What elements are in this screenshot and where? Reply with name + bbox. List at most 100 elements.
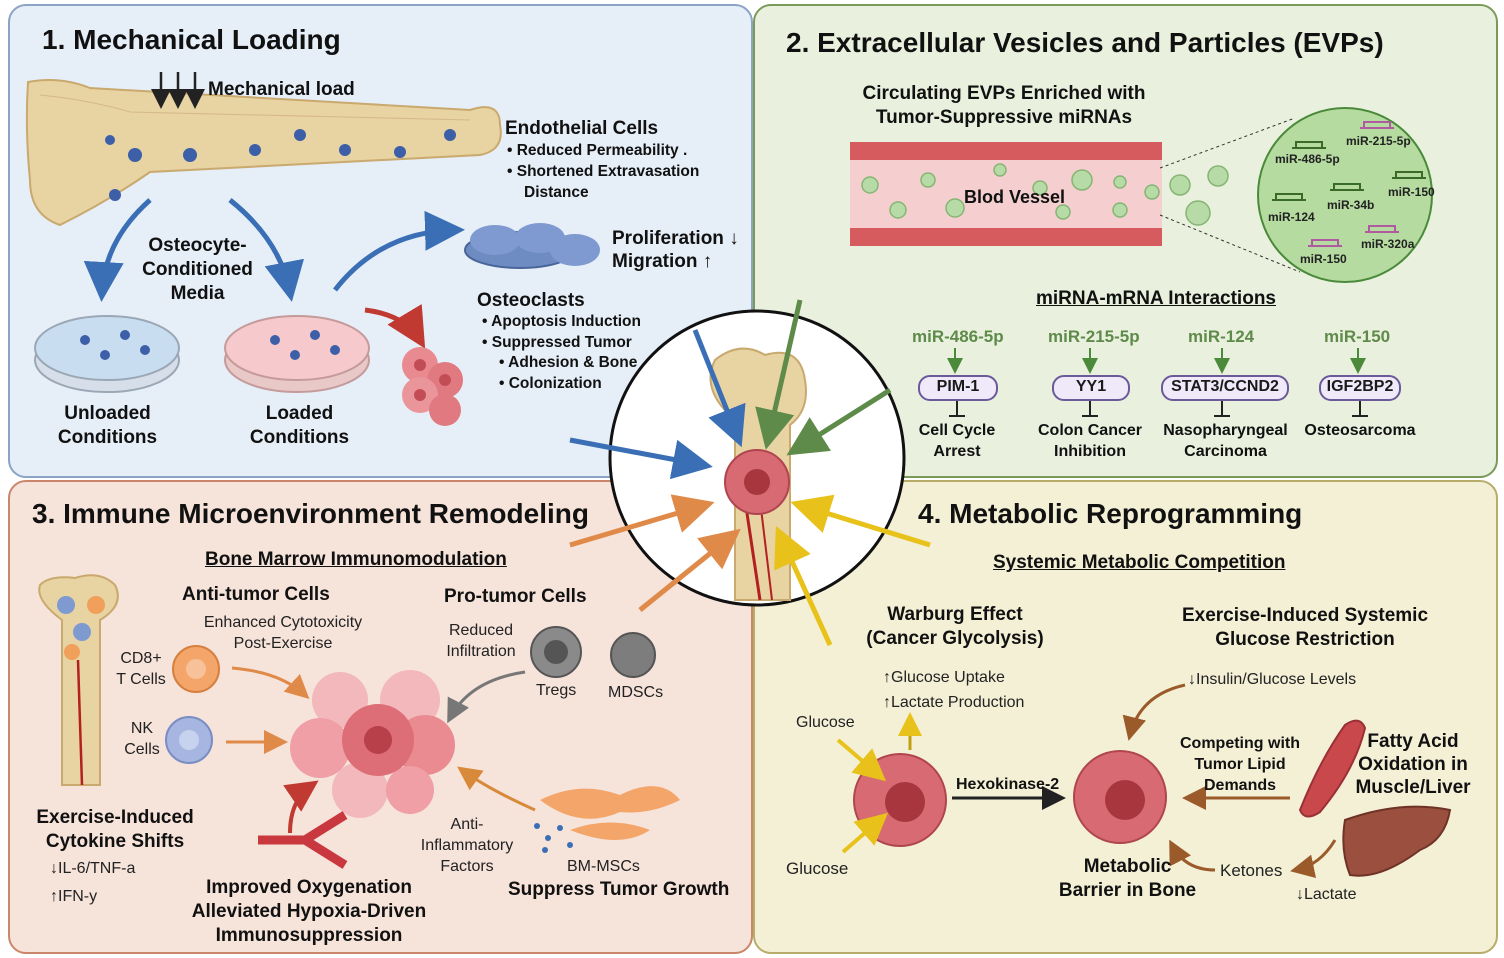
effect-osteosarcoma: Osteosarcoma xyxy=(1304,422,1416,439)
panel1-title: 1. Mechanical Loading xyxy=(42,24,341,55)
fatty-acid-label: Fatty Acid Oxidation in Muscle/Liver xyxy=(1355,731,1471,798)
mechanical-load-arrows xyxy=(151,72,205,109)
suppress-label: Suppress Tumor Growth xyxy=(508,879,730,900)
barrier-tumor-cell xyxy=(1073,750,1167,844)
panel2-title: 2. Extracellular Vesicles and Particles … xyxy=(786,27,1384,58)
osteoclasts-item-2: Suppressed Tumor xyxy=(482,332,641,353)
exercise-title: Exercise-Induced Systemic Glucose Restri… xyxy=(1181,605,1429,650)
inset-mir-215: miR-215-5p xyxy=(1346,134,1411,148)
blood-vessel-branch xyxy=(258,811,348,869)
blood-vessel xyxy=(850,142,1229,246)
mirna-150: miR-150 xyxy=(1324,327,1391,346)
competing-label: Competing with Tumor Lipid Demands xyxy=(1180,735,1300,794)
osteoclasts-list: Apoptosis Induction Suppressed Tumor xyxy=(482,311,641,353)
anti-tumor-note: Enhanced Cytotoxicity Post-Exercise xyxy=(203,614,363,652)
migration-text: Migration xyxy=(612,251,698,272)
tregs-label: Tregs xyxy=(536,682,577,699)
endothelial-cells-icon xyxy=(464,223,600,269)
mirna-inset xyxy=(1159,107,1433,283)
reduced-infiltration-arrow xyxy=(447,670,526,724)
glucose-label-2: Glucose xyxy=(786,859,849,878)
down-arrow-icon: ↓ xyxy=(50,860,58,877)
panel4-title: 4. Metabolic Reprogramming xyxy=(918,498,1303,529)
tumor-cluster-panel3 xyxy=(290,670,455,818)
mechanical-load-label: Mechanical load xyxy=(208,79,355,100)
evp-title: Circulating EVPs Enriched with Tumor-Sup… xyxy=(862,83,1146,128)
ifn-label: ↑IFN-y xyxy=(50,886,97,907)
lactate-text: Lactate xyxy=(1304,886,1357,903)
ocm-label: Osteocyte- Conditioned Media xyxy=(142,235,253,304)
liver-icon xyxy=(1342,805,1452,877)
osteoclasts-cont: Adhesion & Bone Colonization xyxy=(499,352,637,394)
ketones-label: Ketones xyxy=(1220,861,1283,880)
endothelial-title: Endothelial Cells xyxy=(505,118,659,139)
lactate-production: ↑Lactate Production xyxy=(883,692,1024,713)
oxygenation-arrow xyxy=(283,780,319,834)
up-arrow-icon: ↑ xyxy=(883,669,891,686)
endothelial-item-cont: Distance xyxy=(524,184,589,201)
metabolic-arrows xyxy=(1122,683,1337,879)
anti-inflammatory-label: Anti- Inflammatory Factors xyxy=(420,816,514,875)
glucose-arrows xyxy=(836,738,889,854)
immune-arrows xyxy=(226,666,310,754)
osteoclasts-item-1: Apoptosis Induction xyxy=(482,311,641,332)
ifn-text: IFN-y xyxy=(58,888,98,905)
muscle-icon xyxy=(1298,719,1367,818)
mirna-124: miR-124 xyxy=(1188,327,1255,346)
effect-nasopharyngeal: Nasopharyngeal Carcinoma xyxy=(1163,422,1288,460)
up-arrow-icon: ↑ xyxy=(883,694,891,711)
vessel-label: Blod Vessel xyxy=(964,187,1066,207)
down-arrow-icon: ↓ xyxy=(1188,671,1196,688)
cytokine-title: Exercise-Induced Cytokine Shifts xyxy=(36,807,194,852)
mirna-arrows xyxy=(947,348,1366,374)
anti-tumor-title: Anti-tumor Cells xyxy=(182,584,330,605)
mdscs-label: MDSCs xyxy=(608,684,664,701)
insulin-text: Insulin/Glucose Levels xyxy=(1196,671,1357,688)
target-stat3: STAT3/CCND2 xyxy=(1161,375,1289,401)
reduced-infiltration-label: Reduced Infiltration xyxy=(446,622,516,660)
blue-flow-arrows xyxy=(83,198,465,302)
target-pim1: PIM-1 xyxy=(918,375,998,401)
cd8-label: CD8+ T Cells xyxy=(116,650,166,688)
bone-marrow-illustration xyxy=(38,574,119,786)
down-arrow-icon: ↓ xyxy=(729,228,739,249)
mdsc-cell xyxy=(610,632,656,678)
warburg-title: Warburg Effect (Cancer Glycolysis) xyxy=(866,604,1044,649)
tumor-cluster-panel1 xyxy=(402,347,463,426)
barrier-label: Metabolic Barrier in Bone xyxy=(1058,856,1197,901)
panel3-title: 3. Immune Microenvironment Remodeling xyxy=(32,498,589,529)
inset-mir-150a: miR-150 xyxy=(1388,185,1435,199)
osteoclasts-cont-1: Adhesion & Bone xyxy=(499,352,637,373)
migration-label: Migration ↑ xyxy=(612,250,712,274)
anti-inflam-arrow xyxy=(457,766,536,812)
inset-mir-34b: miR-34b xyxy=(1327,198,1375,212)
up-arrow-icon: ↑ xyxy=(50,888,58,905)
interactions-title: miRNA-mRNA Interactions xyxy=(1036,288,1276,309)
inset-mir-124: miR-124 xyxy=(1268,210,1315,224)
competition-title: Systemic Metabolic Competition xyxy=(993,552,1286,573)
proliferation-text: Proliferation xyxy=(612,228,724,249)
converging-arrows xyxy=(569,299,931,647)
up-arrow-icon: ↑ xyxy=(702,251,713,272)
mirna-486: miR-486-5p xyxy=(912,327,1004,346)
lactate-production-text: Lactate Production xyxy=(891,694,1025,711)
endothelial-item-1: Reduced Permeability . xyxy=(507,140,699,161)
inhibition-bars xyxy=(949,400,1368,417)
osteoclasts-title: Osteoclasts xyxy=(477,290,585,311)
inset-mir-486: miR-486-5p xyxy=(1275,152,1340,166)
glucose-uptake-text: Glucose Uptake xyxy=(891,669,1005,686)
endothelial-item-2: Shortened Extravasation xyxy=(507,161,700,182)
petri-dish-unloaded xyxy=(34,315,180,393)
effect-colon: Colon Cancer Inhibition xyxy=(1037,422,1142,460)
red-arrow xyxy=(364,303,426,349)
target-yy1: YY1 xyxy=(1052,375,1130,401)
il6-label: ↓IL-6/TNF-a xyxy=(50,858,135,879)
loaded-label: Loaded Conditions xyxy=(249,403,350,448)
bm-msc-label: BM-MSCs xyxy=(567,858,640,875)
down-arrow-icon: ↓ xyxy=(1296,886,1304,903)
inset-mir-320a: miR-320a xyxy=(1361,237,1415,251)
mirna-215: miR-215-5p xyxy=(1048,327,1140,346)
bm-title: Bone Marrow Immunomodulation xyxy=(205,549,507,570)
effect-cell-cycle: Cell Cycle Arrest xyxy=(918,422,996,460)
